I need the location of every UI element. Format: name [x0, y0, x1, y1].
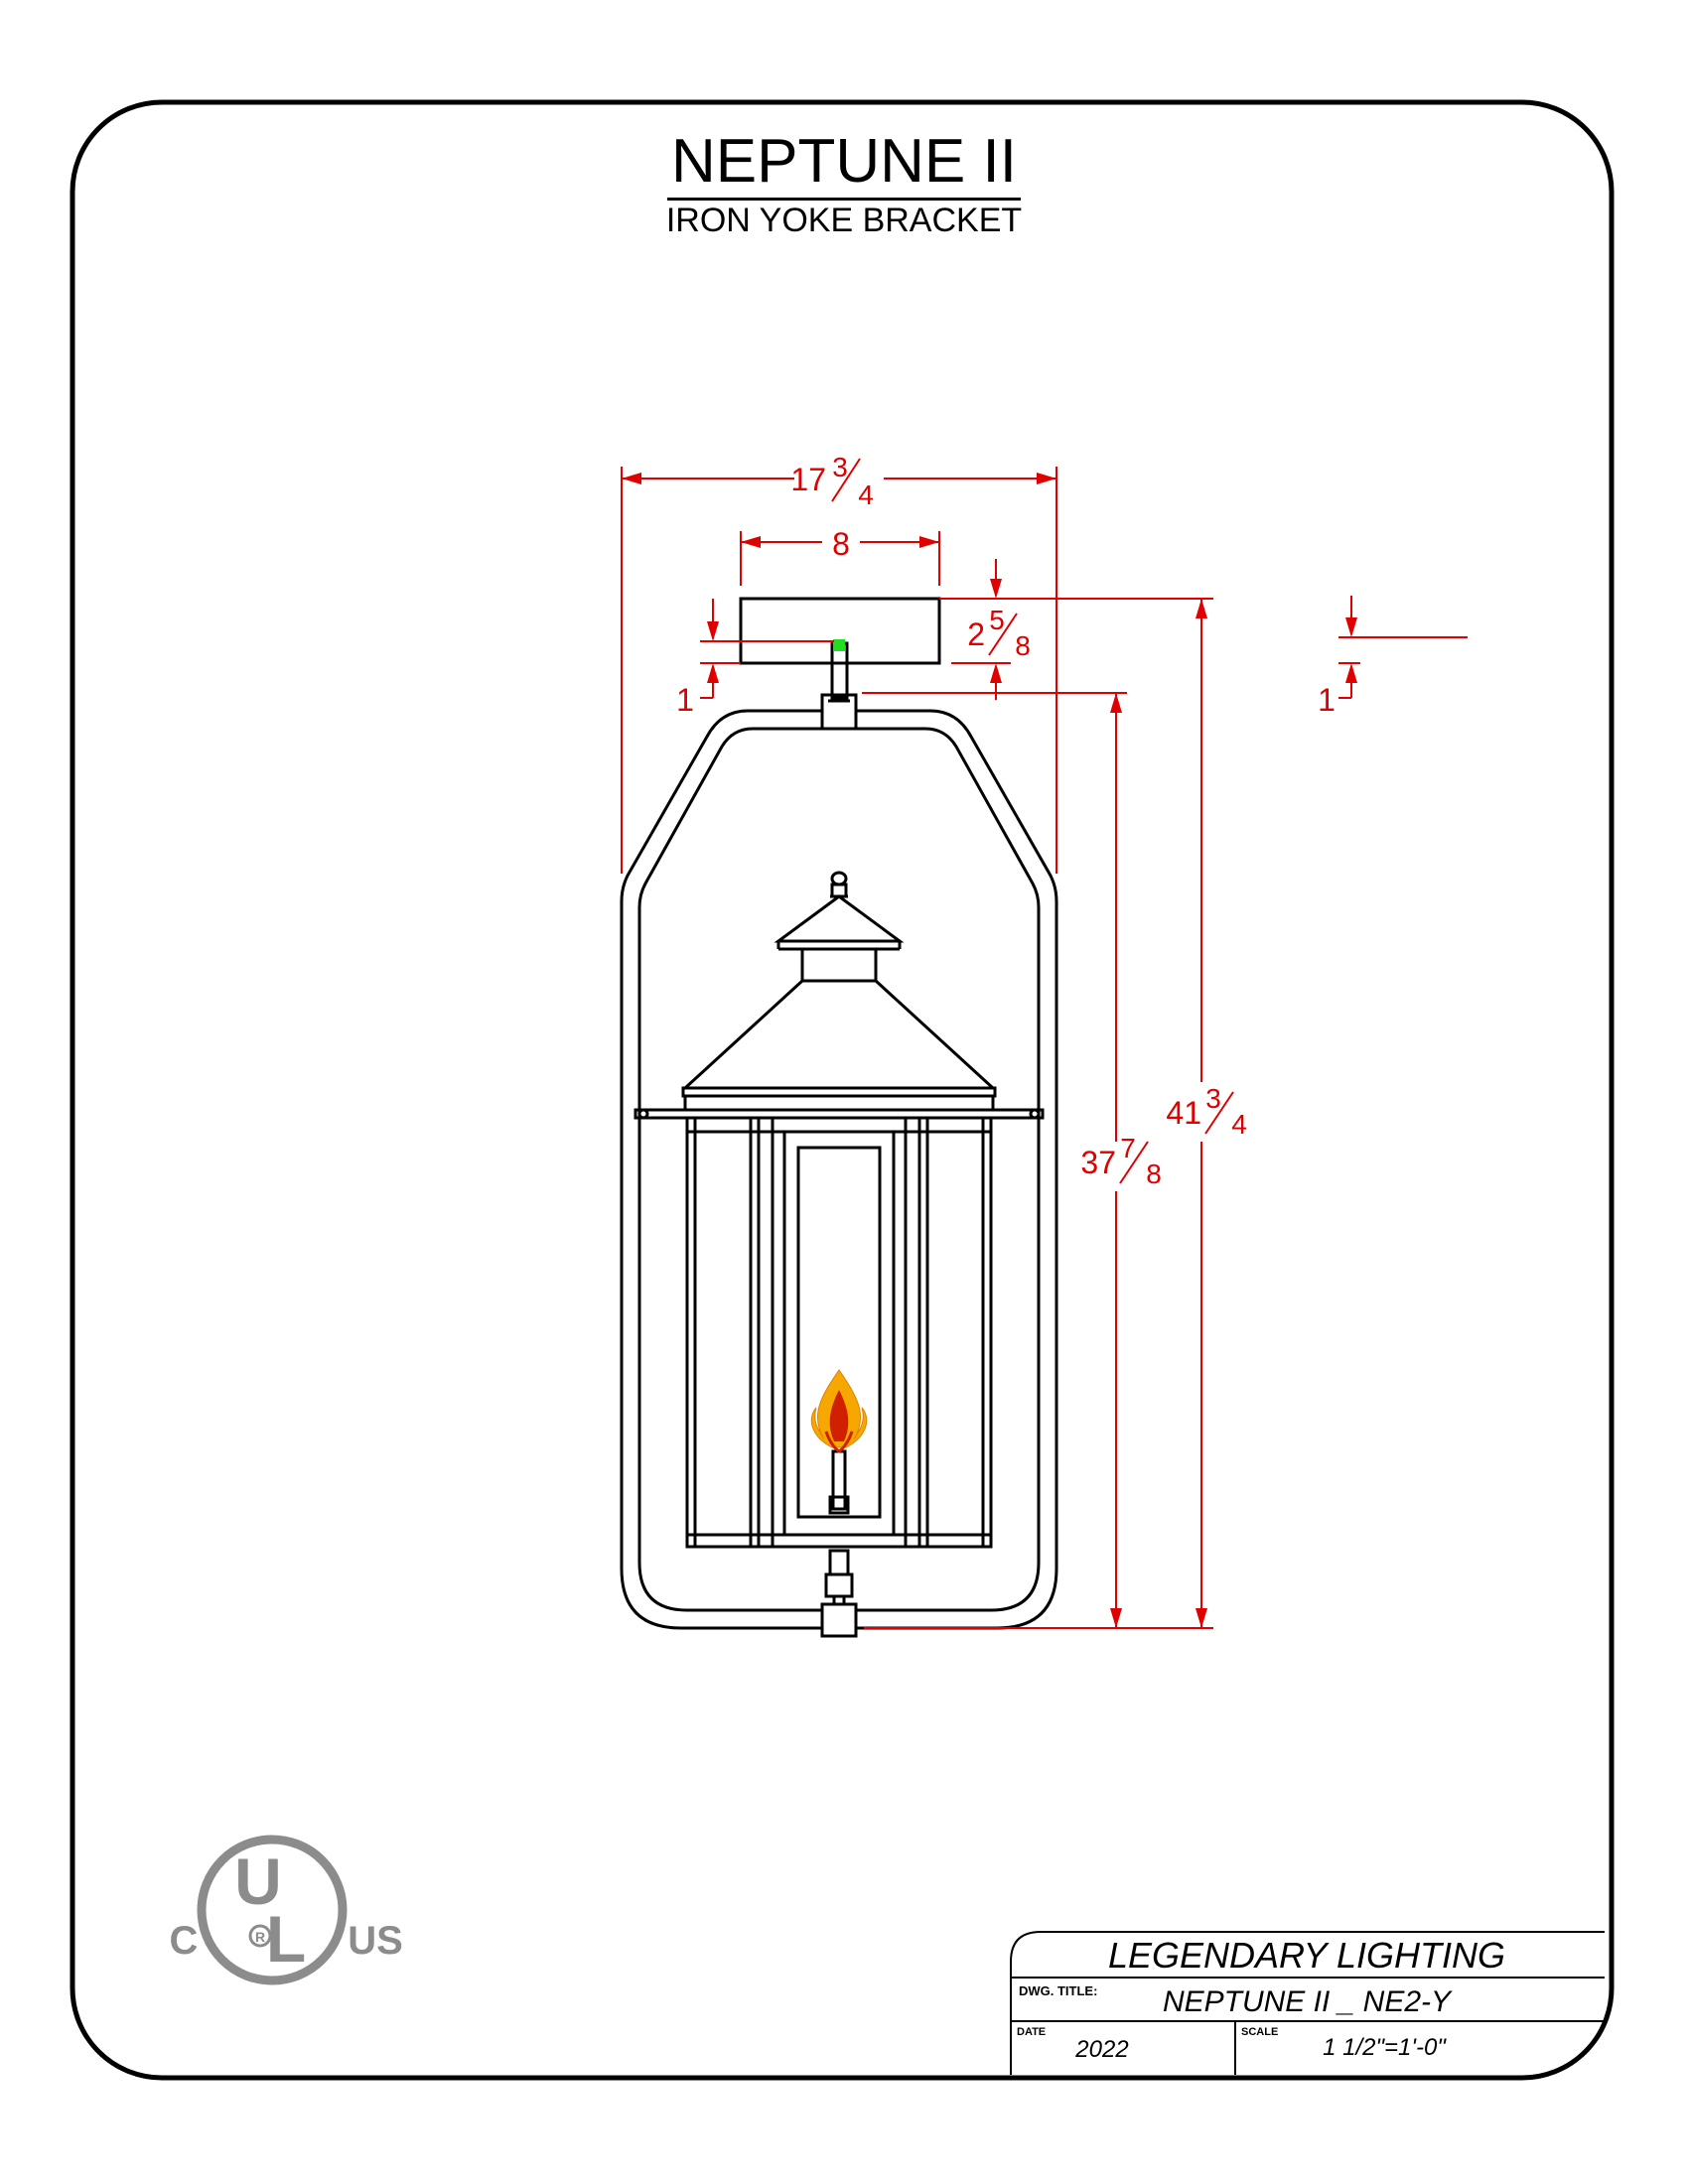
dim-offset-right: 1 [1318, 682, 1336, 718]
main-roof [681, 979, 997, 1090]
ul-logo-l: L [266, 1902, 306, 1976]
roof-collar [800, 947, 878, 983]
yoke-outer [620, 709, 1058, 1630]
dim-canopy-width: 8 [832, 526, 850, 562]
dim-yoke-height-num: 7 [1120, 1133, 1136, 1163]
canopy-stem [830, 641, 849, 700]
title-block-scale-label: SCALE [1241, 2026, 1278, 2038]
ul-logo-registered: R [255, 1929, 265, 1945]
lantern-drawing [620, 597, 1058, 1638]
title-block-scale: 1 1/2"=1'-0" [1323, 2034, 1447, 2061]
sheet-border [70, 99, 1615, 2081]
ul-logo-u: U [234, 1844, 282, 1918]
title-block-company: LEGENDARY LIGHTING [1108, 1935, 1505, 1976]
dimension-lines [621, 467, 1468, 1629]
dim-canopy-height-num: 5 [989, 605, 1005, 635]
title-block-date: 2022 [1074, 2036, 1128, 2063]
dim-overall-height-num: 3 [1205, 1083, 1221, 1114]
dim-overall-height-whole: 41 [1166, 1095, 1201, 1131]
glass-door [782, 1130, 896, 1537]
top-finial [830, 871, 848, 887]
insertion-marker [833, 639, 845, 651]
page-title-text: NEPTUNE II [667, 127, 1021, 201]
dim-yoke-height-den: 8 [1146, 1159, 1162, 1189]
page-title: NEPTUNE II [0, 127, 1688, 201]
ul-logo: C U L R US [170, 1835, 403, 1985]
dim-canopy-height-whole: 2 [967, 616, 985, 652]
dim-overall-width-den: 4 [858, 479, 874, 510]
bottom-hub [820, 1602, 858, 1638]
title-block-date-label: DATE [1017, 2026, 1046, 2038]
dim-yoke-height-whole: 37 [1080, 1145, 1116, 1180]
dim-overall-height-den: 4 [1231, 1109, 1247, 1140]
title-block [1010, 1931, 1605, 2075]
canopy-plate [739, 597, 941, 665]
upper-roof [774, 894, 905, 943]
dim-overall-width-num: 3 [832, 452, 848, 482]
ul-logo-us: US [348, 1919, 403, 1963]
ul-logo-c: C [170, 1919, 199, 1963]
title-block-dwg-label: DWG. TITLE: [1019, 1983, 1097, 1998]
flame-icon [810, 1369, 868, 1453]
yoke-inner [637, 727, 1041, 1612]
dim-offset-left: 1 [676, 682, 694, 718]
page-subtitle: IRON YOKE BRACKET [665, 202, 1023, 239]
dimension-labels: 17 3 4 8 2 5 8 1 1 37 7 8 41 3 4 [676, 452, 1336, 1189]
burner-stem [831, 1449, 847, 1511]
lantern-body [685, 1116, 993, 1549]
title-block-dwg-title: NEPTUNE II _ NE2-Y [1163, 1985, 1453, 2018]
dim-canopy-height-den: 8 [1015, 630, 1031, 661]
dim-overall-width-whole: 17 [790, 462, 826, 497]
